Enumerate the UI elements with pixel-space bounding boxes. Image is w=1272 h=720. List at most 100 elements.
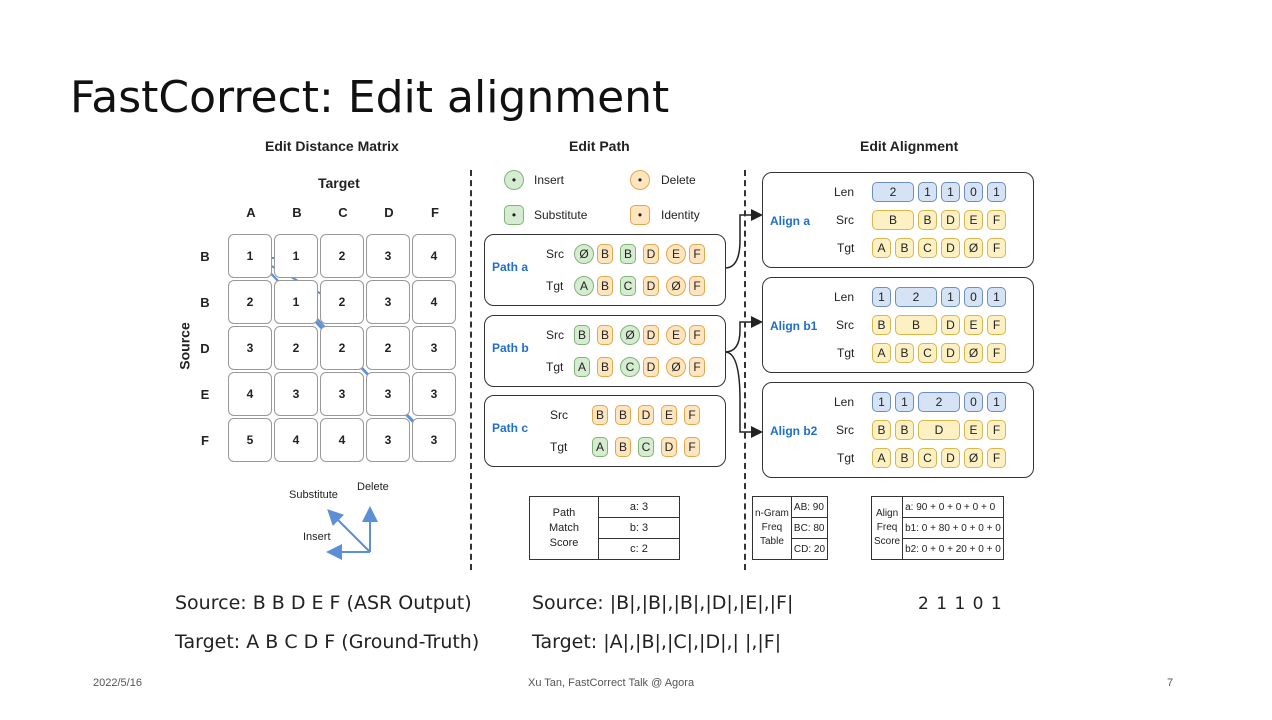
align-len-token: 0 bbox=[964, 392, 983, 412]
align-tgt-token: A bbox=[872, 343, 891, 363]
source-sentence: Source: B B D E F (ASR Output) bbox=[175, 592, 472, 614]
matrix-cell: 2 bbox=[320, 326, 364, 370]
align-len-token: 1 bbox=[872, 287, 891, 307]
matrix-column-header: F bbox=[431, 205, 439, 220]
ngram-ab: AB: 90 bbox=[790, 496, 829, 518]
align-src-token: F bbox=[987, 210, 1006, 230]
align-len-token: 0 bbox=[964, 287, 983, 307]
path-tgt-token: A bbox=[592, 437, 608, 457]
legend-identity-marker: • bbox=[630, 205, 650, 225]
matrix-column-header: C bbox=[338, 205, 348, 220]
align-len-token: 1 bbox=[918, 182, 937, 202]
matrix-cell: 3 bbox=[412, 326, 456, 370]
path-src-token: F bbox=[689, 325, 705, 345]
path-tgt-token: D bbox=[643, 276, 659, 296]
legend-substitute-text: Substitute bbox=[534, 208, 588, 222]
matrix-column-header: B bbox=[292, 205, 302, 220]
matrix-heading: Edit Distance Matrix bbox=[265, 138, 399, 154]
path-tgt-token: C bbox=[620, 357, 640, 377]
target-token-groups: Target: |A|,|B|,|C|,|D|,| |,|F| bbox=[532, 631, 782, 653]
ngram-table-label: n-Gram Freq Table bbox=[752, 496, 792, 560]
matrix-cell: 2 bbox=[366, 326, 410, 370]
path-src-token: D bbox=[643, 244, 659, 264]
align-len-label: Len bbox=[834, 395, 855, 409]
align-tgt-token: D bbox=[941, 343, 960, 363]
path-src-token: D bbox=[638, 405, 654, 425]
path-src-label: Src bbox=[546, 328, 564, 342]
matrix-cell: 1 bbox=[274, 234, 318, 278]
matrix-cell: 3 bbox=[366, 234, 410, 278]
align-src-token: E bbox=[964, 420, 983, 440]
legend-substitute-label: Substitute bbox=[289, 489, 338, 501]
align-len-token: 2 bbox=[895, 287, 937, 307]
align-src-token: B bbox=[895, 315, 937, 335]
legend-insert-label: Insert bbox=[303, 531, 331, 543]
align-tgt-token: B bbox=[895, 238, 914, 258]
path-tgt-token: C bbox=[638, 437, 654, 457]
align-tgt-token: C bbox=[918, 238, 937, 258]
section-divider bbox=[470, 170, 472, 570]
legend-identity-text: Identity bbox=[661, 208, 700, 222]
matrix-cell: 4 bbox=[412, 280, 456, 324]
path-match-score-table: Path Match Score a: 3 b: 3 c: 2 bbox=[529, 496, 680, 560]
align-len-token: 1 bbox=[872, 392, 891, 412]
matrix-cell: 3 bbox=[366, 418, 410, 462]
matrix-cell: 1 bbox=[228, 234, 272, 278]
align-tgt-token: D bbox=[941, 238, 960, 258]
freq-score-b1: b1: 0 + 80 + 0 + 0 + 0 bbox=[902, 517, 1004, 539]
align-name: Align a bbox=[770, 214, 811, 228]
path-tgt-token: A bbox=[574, 357, 590, 377]
score-a: a: 3 bbox=[598, 496, 680, 518]
align-src-token: B bbox=[872, 315, 891, 335]
path-tgt-token: B bbox=[615, 437, 631, 457]
legend-substitute-marker: • bbox=[504, 205, 524, 225]
matrix-cell: 4 bbox=[274, 418, 318, 462]
path-src-token: F bbox=[684, 405, 700, 425]
matrix-row-header: D bbox=[200, 341, 210, 356]
path-tgt-token: D bbox=[643, 357, 659, 377]
align-tgt-token: D bbox=[941, 448, 960, 468]
legend-insert-marker: • bbox=[504, 170, 524, 190]
freq-score-a: a: 90 + 0 + 0 + 0 + 0 bbox=[902, 496, 1004, 518]
score-b: b: 3 bbox=[598, 517, 680, 539]
path-src-token: E bbox=[666, 244, 686, 264]
footer-date: 2022/5/16 bbox=[93, 677, 142, 689]
target-sentence: Target: A B C D F (Ground-Truth) bbox=[175, 631, 480, 653]
align-tgt-token: B bbox=[895, 448, 914, 468]
path-tgt-label: Tgt bbox=[550, 440, 568, 454]
legend-insert-text: Insert bbox=[534, 173, 565, 187]
matrix-cell: 3 bbox=[366, 372, 410, 416]
path-tgt-token: B bbox=[597, 276, 613, 296]
matrix-row-header: E bbox=[200, 387, 210, 402]
align-len-token: 1 bbox=[895, 392, 914, 412]
path-src-token: B bbox=[597, 244, 613, 264]
matrix-cell: 2 bbox=[274, 326, 318, 370]
align-len-token: 1 bbox=[941, 182, 960, 202]
align-tgt-label: Tgt bbox=[837, 241, 855, 255]
path-tgt-label: Tgt bbox=[546, 279, 564, 293]
align-len-token: 1 bbox=[987, 182, 1006, 202]
align-len-token: 1 bbox=[987, 392, 1006, 412]
edit-path-heading: Edit Path bbox=[569, 138, 630, 154]
matrix-cell: 2 bbox=[320, 234, 364, 278]
align-name: Align b2 bbox=[770, 424, 818, 438]
path-tgt-token: Ø bbox=[666, 357, 686, 377]
align-tgt-token: Ø bbox=[964, 448, 983, 468]
connector-arrow bbox=[724, 209, 763, 269]
align-src-label: Src bbox=[836, 423, 854, 437]
path-name: Path a bbox=[492, 260, 529, 274]
path-src-token: B bbox=[592, 405, 608, 425]
path-src-token: E bbox=[666, 325, 686, 345]
matrix-cell: 1 bbox=[274, 280, 318, 324]
path-tgt-token: C bbox=[620, 276, 636, 296]
source-token-groups: Source: |B|,|B|,|B|,|D|,|E|,|F| bbox=[532, 592, 794, 614]
align-tgt-token: C bbox=[918, 448, 937, 468]
align-tgt-label: Tgt bbox=[837, 451, 855, 465]
align-tgt-token: Ø bbox=[964, 238, 983, 258]
score-c: c: 2 bbox=[598, 538, 680, 560]
align-src-token: B bbox=[872, 420, 891, 440]
matrix-cell: 2 bbox=[320, 280, 364, 324]
matrix-cell: 3 bbox=[320, 372, 364, 416]
path-src-label: Src bbox=[546, 247, 564, 261]
path-src-label: Src bbox=[550, 408, 568, 422]
